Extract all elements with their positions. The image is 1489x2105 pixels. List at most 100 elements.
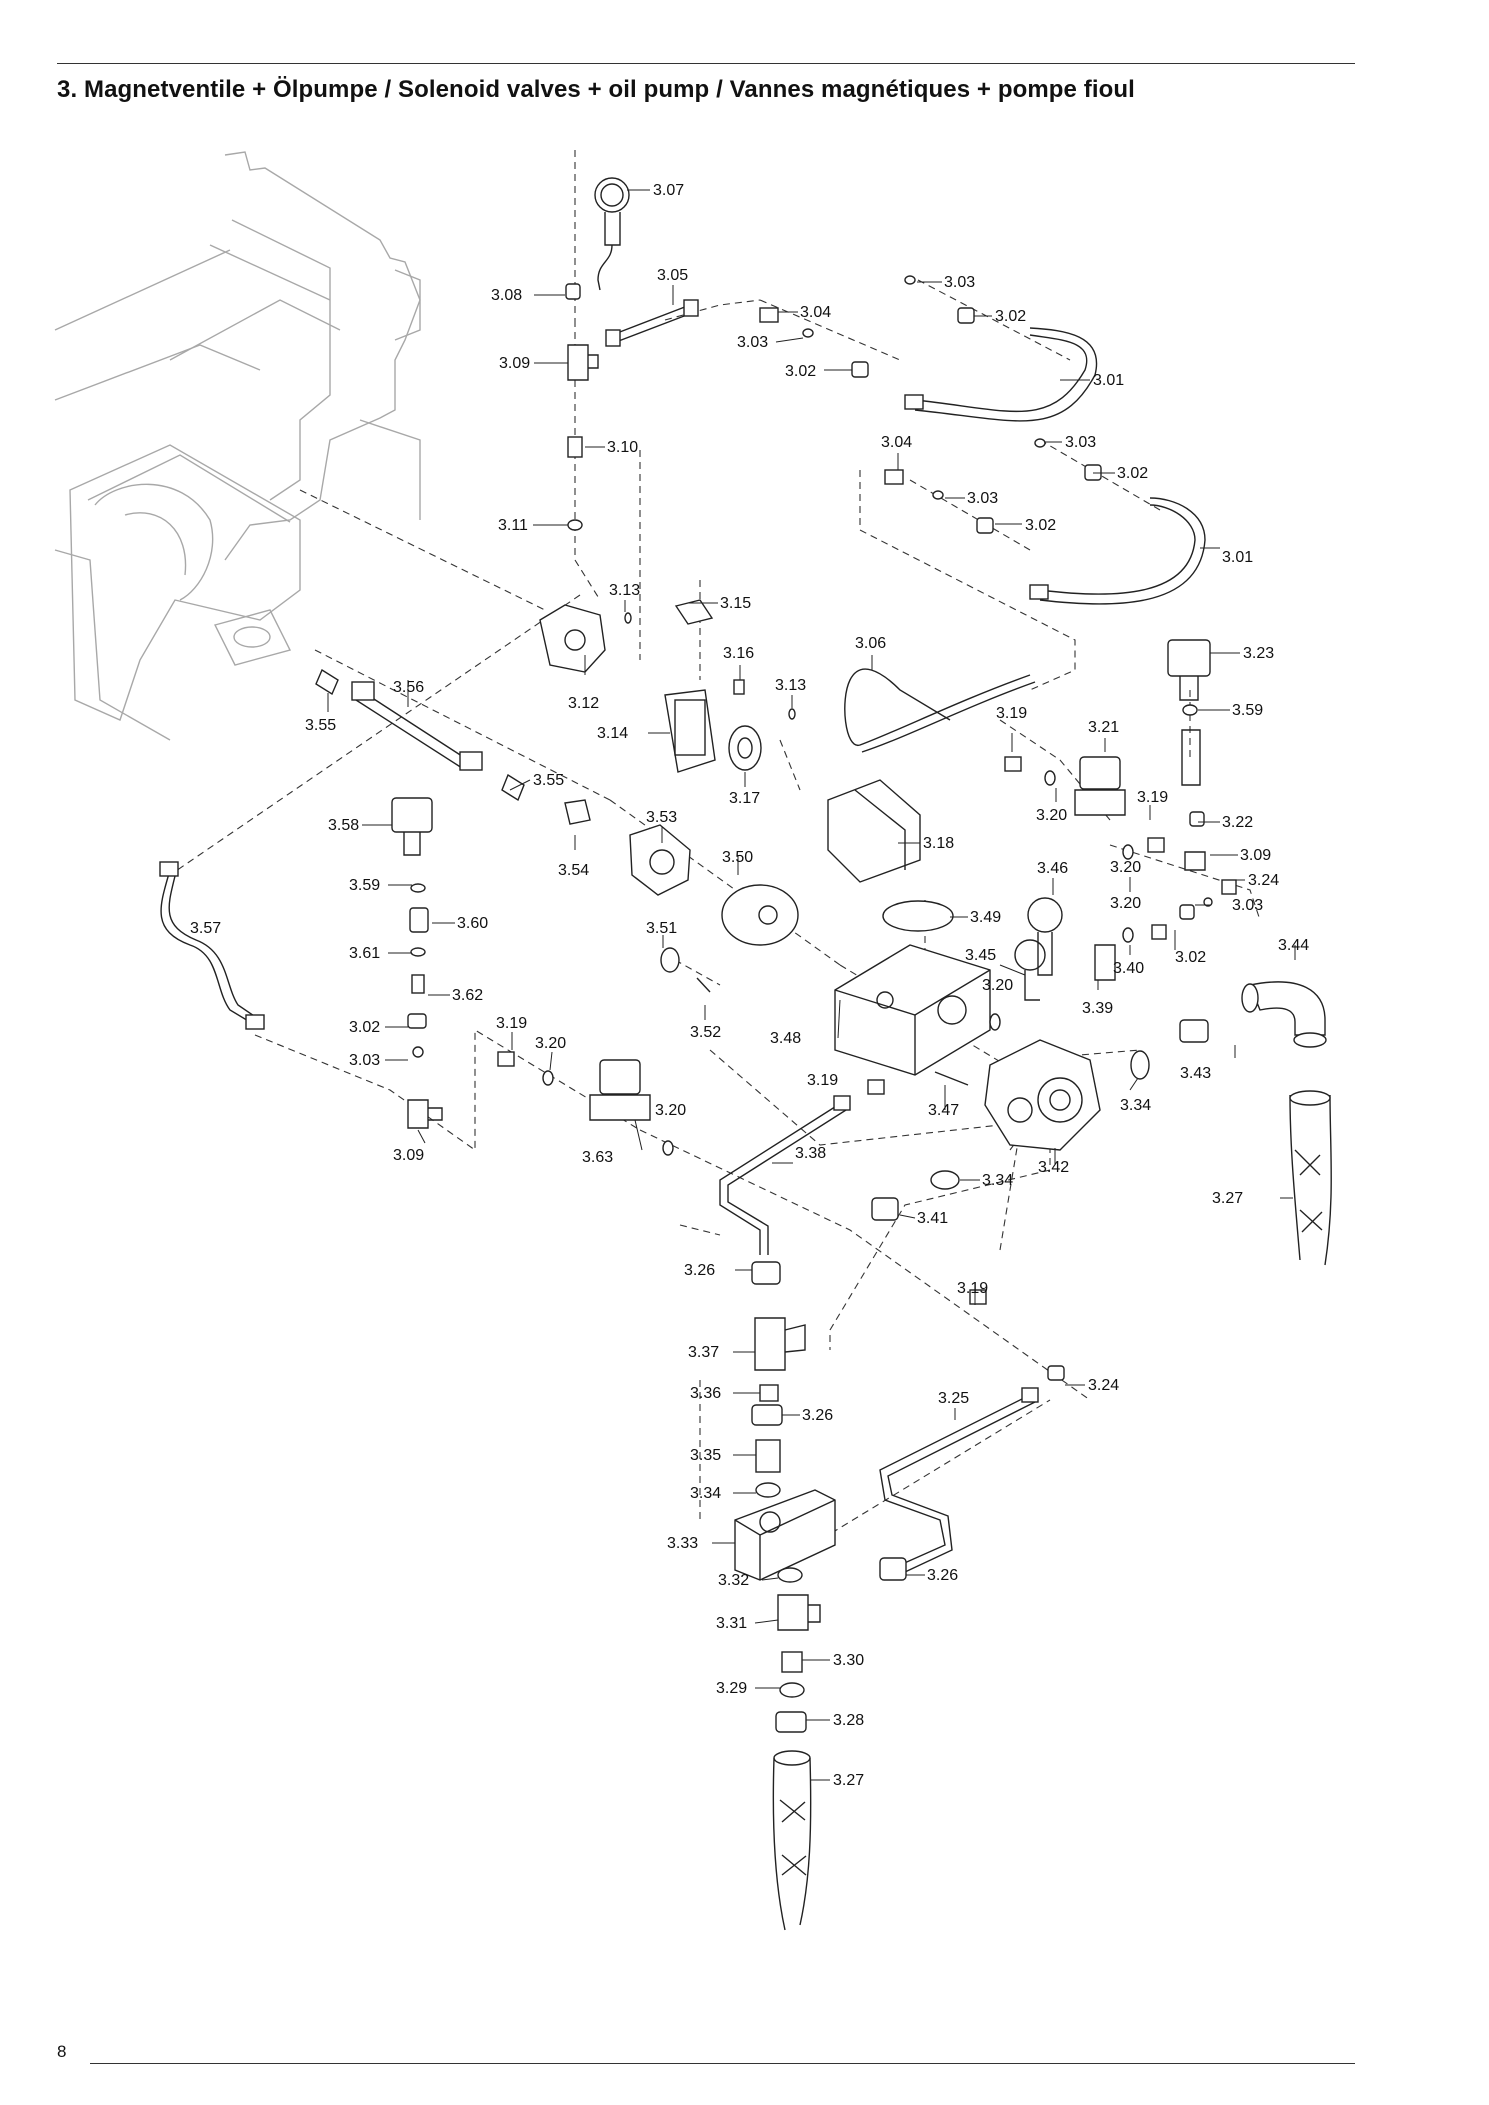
callout-3-47: 3.47 bbox=[928, 1102, 959, 1119]
callout-3-25: 3.25 bbox=[938, 1390, 969, 1407]
callout-3-13: 3.13 bbox=[775, 677, 806, 694]
callout-3-36: 3.36 bbox=[690, 1385, 721, 1402]
callout-3-02: 3.02 bbox=[785, 363, 816, 380]
callout-3-02: 3.02 bbox=[995, 308, 1026, 325]
callout-3-34: 3.34 bbox=[1120, 1097, 1151, 1114]
callout-3-61: 3.61 bbox=[349, 945, 380, 962]
callout-3-14: 3.14 bbox=[597, 725, 628, 742]
callout-3-18: 3.18 bbox=[923, 835, 954, 852]
callout-3-53: 3.53 bbox=[646, 809, 677, 826]
callout-3-59: 3.59 bbox=[349, 877, 380, 894]
callout-3-04: 3.04 bbox=[881, 434, 912, 451]
callout-3-15: 3.15 bbox=[720, 595, 751, 612]
callout-3-02: 3.02 bbox=[1117, 465, 1148, 482]
callout-3-38: 3.38 bbox=[795, 1145, 826, 1162]
bottom-rule bbox=[90, 2063, 1355, 2064]
callout-3-03: 3.03 bbox=[944, 274, 975, 291]
callout-3-09: 3.09 bbox=[1240, 847, 1271, 864]
callout-3-20: 3.20 bbox=[535, 1035, 566, 1052]
callout-3-55: 3.55 bbox=[533, 772, 564, 789]
callout-3-11: 3.11 bbox=[498, 517, 528, 534]
callout-3-01: 3.01 bbox=[1093, 372, 1124, 389]
callout-3-34: 3.34 bbox=[982, 1172, 1013, 1189]
callout-3-22: 3.22 bbox=[1222, 814, 1253, 831]
callout-3-01: 3.01 bbox=[1222, 549, 1253, 566]
callout-3-52: 3.52 bbox=[690, 1024, 721, 1041]
callout-3-37: 3.37 bbox=[688, 1344, 719, 1361]
callout-3-23: 3.23 bbox=[1243, 645, 1274, 662]
callout-3-06: 3.06 bbox=[855, 635, 886, 652]
callout-labels: 3.07 3.05 3.08 3.04 3.03 3.09 3.02 3.03 … bbox=[190, 182, 1309, 1789]
callout-3-27: 3.27 bbox=[833, 1772, 864, 1789]
callout-3-19: 3.19 bbox=[1137, 789, 1168, 806]
callout-3-24: 3.24 bbox=[1248, 872, 1279, 889]
callout-3-63: 3.63 bbox=[582, 1149, 613, 1166]
callout-3-26: 3.26 bbox=[684, 1262, 715, 1279]
callout-3-03: 3.03 bbox=[1232, 897, 1263, 914]
leader-lines bbox=[327, 189, 1296, 1781]
callout-3-20: 3.20 bbox=[982, 977, 1013, 994]
callout-3-27: 3.27 bbox=[1212, 1190, 1243, 1207]
callout-3-35: 3.35 bbox=[690, 1447, 721, 1464]
callout-3-09: 3.09 bbox=[393, 1147, 424, 1164]
callout-3-28: 3.28 bbox=[833, 1712, 864, 1729]
page-title: 3. Magnetventile + Ölpumpe / Solenoid va… bbox=[57, 76, 1135, 103]
callout-3-49: 3.49 bbox=[970, 909, 1001, 926]
callout-3-24: 3.24 bbox=[1088, 1377, 1119, 1394]
callout-3-44: 3.44 bbox=[1278, 937, 1309, 954]
callout-3-17: 3.17 bbox=[729, 790, 760, 807]
callout-3-41: 3.41 bbox=[917, 1210, 948, 1227]
callout-3-12: 3.12 bbox=[568, 695, 599, 712]
callout-3-30: 3.30 bbox=[833, 1652, 864, 1669]
parts-drawings bbox=[159, 177, 1332, 1931]
callout-3-19: 3.19 bbox=[996, 705, 1027, 722]
callout-3-60: 3.60 bbox=[457, 915, 488, 932]
callout-3-20: 3.20 bbox=[655, 1102, 686, 1119]
callout-3-02: 3.02 bbox=[1025, 517, 1056, 534]
callout-3-45: 3.45 bbox=[965, 947, 996, 964]
callout-3-42: 3.42 bbox=[1038, 1159, 1069, 1176]
callout-3-09: 3.09 bbox=[499, 355, 530, 372]
page-number: 8 bbox=[57, 2042, 67, 2061]
callout-3-19: 3.19 bbox=[496, 1015, 527, 1032]
burner-housing-drawing bbox=[54, 151, 421, 741]
callout-3-02: 3.02 bbox=[1175, 949, 1206, 966]
callout-3-19: 3.19 bbox=[957, 1280, 988, 1297]
callout-3-54: 3.54 bbox=[558, 862, 589, 879]
callout-3-16: 3.16 bbox=[723, 645, 754, 662]
callout-3-56: 3.56 bbox=[393, 679, 424, 696]
callout-3-50: 3.50 bbox=[722, 849, 753, 866]
callout-3-33: 3.33 bbox=[667, 1535, 698, 1552]
callout-3-51: 3.51 bbox=[646, 920, 677, 937]
callout-3-43: 3.43 bbox=[1180, 1065, 1211, 1082]
callout-3-59: 3.59 bbox=[1232, 702, 1263, 719]
assembly-dashed-lines bbox=[169, 150, 1261, 1561]
callout-3-62: 3.62 bbox=[452, 987, 483, 1004]
callout-3-19: 3.19 bbox=[807, 1072, 838, 1089]
callout-3-07: 3.07 bbox=[653, 182, 684, 199]
callout-3-57: 3.57 bbox=[190, 920, 221, 937]
top-rule bbox=[57, 63, 1355, 64]
callout-3-20: 3.20 bbox=[1110, 859, 1141, 876]
callout-3-58: 3.58 bbox=[328, 817, 359, 834]
callout-3-05: 3.05 bbox=[657, 267, 688, 284]
callout-3-29: 3.29 bbox=[716, 1680, 747, 1697]
callout-3-48: 3.48 bbox=[770, 1030, 801, 1047]
callout-3-13: 3.13 bbox=[609, 582, 640, 599]
callout-3-08: 3.08 bbox=[491, 287, 522, 304]
callout-3-55: 3.55 bbox=[305, 717, 336, 734]
callout-3-26: 3.26 bbox=[802, 1407, 833, 1424]
callout-3-03: 3.03 bbox=[737, 334, 768, 351]
callout-3-46: 3.46 bbox=[1037, 860, 1068, 877]
callout-3-31: 3.31 bbox=[716, 1615, 747, 1632]
callout-3-20: 3.20 bbox=[1110, 895, 1141, 912]
callout-3-03: 3.03 bbox=[349, 1052, 380, 1069]
callout-3-03: 3.03 bbox=[967, 490, 998, 507]
callout-3-03: 3.03 bbox=[1065, 434, 1096, 451]
callout-3-26: 3.26 bbox=[927, 1567, 958, 1584]
callout-3-40: 3.40 bbox=[1113, 960, 1144, 977]
callout-3-21: 3.21 bbox=[1088, 719, 1119, 736]
callout-3-04: 3.04 bbox=[800, 304, 831, 321]
callout-3-02: 3.02 bbox=[349, 1019, 380, 1036]
